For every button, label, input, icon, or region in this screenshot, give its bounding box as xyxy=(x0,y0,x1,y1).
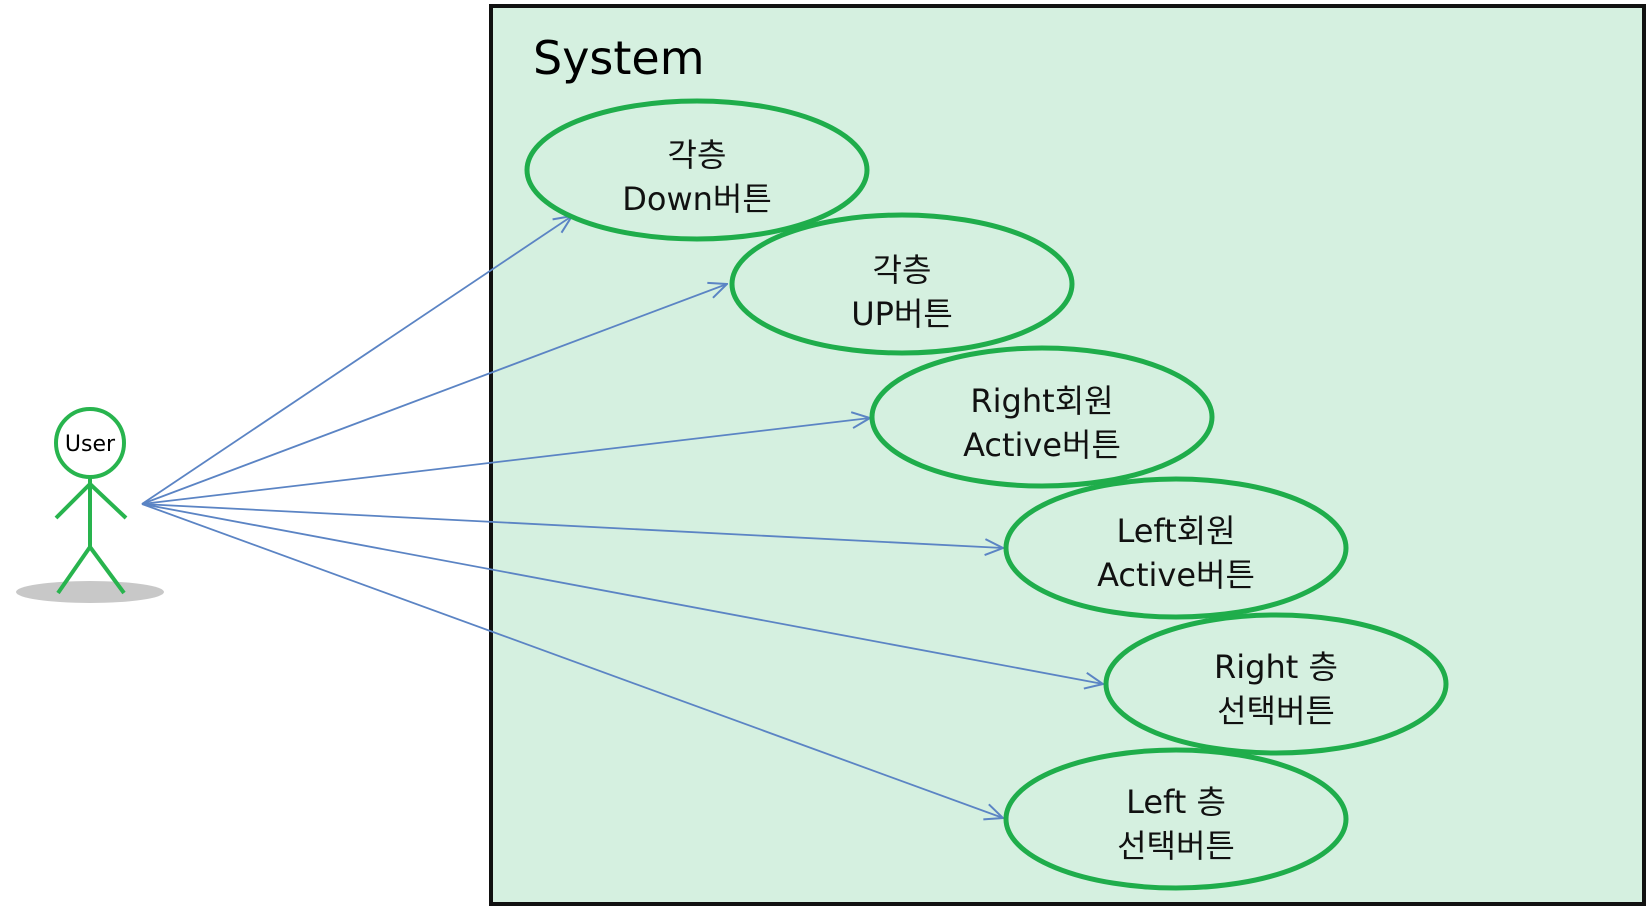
association-left-member xyxy=(141,503,1003,548)
actor-leg-right xyxy=(88,545,126,595)
association-right-floor xyxy=(141,503,1103,684)
actor-label: User xyxy=(65,432,116,457)
use-case-label-line2: 선택버튼 xyxy=(1217,692,1335,730)
association-left-floor xyxy=(141,503,1003,818)
use-case-label-line2: Down버튼 xyxy=(622,180,772,218)
use-case-label-line2: Active버튼 xyxy=(1097,556,1255,594)
actor-arm-right xyxy=(88,482,128,520)
use-case-ellipse xyxy=(869,345,1215,489)
actor-shadow xyxy=(16,581,164,603)
use-case-label-line1: Right회원 xyxy=(970,382,1113,420)
use-case-ellipse xyxy=(524,98,870,242)
use-case-left-floor: Left 층 선택버튼 xyxy=(1003,747,1349,891)
use-case-down: 각층 Down버튼 xyxy=(524,98,870,242)
association-down xyxy=(141,216,572,505)
actor-user: User xyxy=(16,407,164,603)
use-case-label-line1: Left 층 xyxy=(1126,783,1226,821)
actor-arm-left xyxy=(54,482,92,520)
use-case-label-line1: Left회원 xyxy=(1116,512,1235,550)
use-case-label-line2: Active버튼 xyxy=(963,426,1121,464)
use-case-label-line2: UP버튼 xyxy=(851,295,953,333)
use-case-label-line1: 각층 xyxy=(873,251,932,289)
use-case-ellipse xyxy=(1103,612,1449,756)
use-case-label-line2: 선택버튼 xyxy=(1117,827,1235,865)
actor-leg-left xyxy=(56,545,92,595)
association-up xyxy=(141,284,727,505)
use-case-left-member: Left회원 Active버튼 xyxy=(1003,476,1349,620)
use-case-up: 각층 UP버튼 xyxy=(729,212,1075,356)
association-right-member xyxy=(141,418,870,505)
use-case-right-member: Right회원 Active버튼 xyxy=(869,345,1215,489)
use-case-ellipse xyxy=(1003,747,1349,891)
system-title: System xyxy=(533,31,705,85)
use-case-right-floor: Right 층 선택버튼 xyxy=(1103,612,1449,756)
use-case-label-line1: 각층 xyxy=(668,136,727,174)
associations xyxy=(141,216,1103,818)
use-case-label-line1: Right 층 xyxy=(1214,648,1338,686)
use-case-ellipse xyxy=(1003,476,1349,620)
use-case-ellipse xyxy=(729,212,1075,356)
